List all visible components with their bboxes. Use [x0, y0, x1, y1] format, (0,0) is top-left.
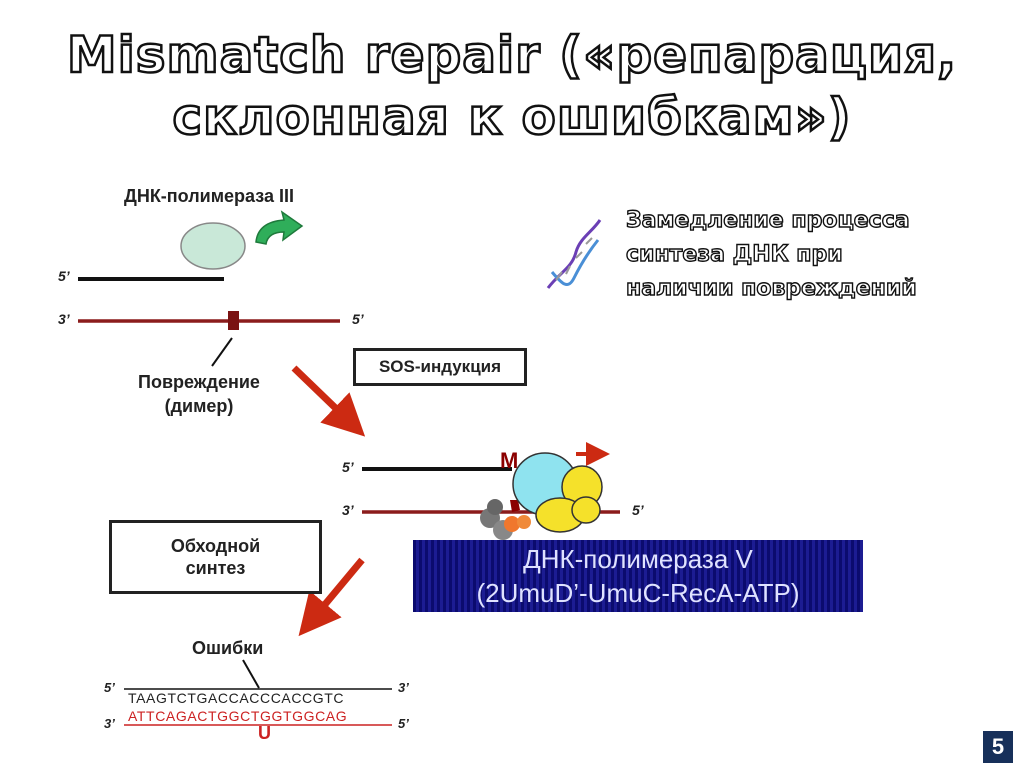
- seq-bottom-3-label: 3’: [104, 716, 115, 731]
- polymerase-v-line-1: ДНК-полимераза V: [523, 544, 753, 574]
- polymerase-v-banner: ДНК-полимераза V (2UmuD’-UmuC-RecA-ATP): [413, 540, 863, 612]
- bypass-label-line-1: Обходной: [170, 536, 261, 556]
- errors-label: Ошибки: [192, 638, 264, 658]
- strand-top-5-label: 5’: [58, 268, 70, 284]
- green-curved-arrow: [255, 210, 304, 245]
- polymerase-v-line-2: (2UmuD’-UmuC-RecA-ATP): [476, 578, 800, 608]
- dark-red-damage-mark: [510, 500, 520, 512]
- mid-5-label: 5’: [342, 459, 354, 475]
- damage-label-line-2: (димер): [164, 396, 234, 416]
- side-note: Замедление процесса синтеза ДНК при нали…: [625, 204, 1006, 306]
- orange-blob-1: [504, 516, 520, 532]
- bypass-label-line-2: синтез: [185, 558, 246, 578]
- damage-label-line-1: Повреждение: [138, 372, 260, 392]
- note-line-1: Замедление процесса: [625, 207, 910, 233]
- damage-pointer-line: [211, 337, 233, 367]
- reca-blob-3: [487, 499, 503, 515]
- sequence-bottom: ATTCAGACTGGCTGGTGGCAG: [128, 708, 348, 724]
- strand-bottom-3-label: 3’: [58, 311, 70, 327]
- mid-3-label: 3’: [342, 502, 354, 518]
- note-line-2: синтеза ДНК при: [625, 241, 843, 267]
- bypass-synthesis-box: Обходной синтез: [109, 520, 322, 594]
- damage-label: Повреждение (димер): [124, 370, 274, 418]
- seq-top-5-label: 5’: [104, 680, 115, 695]
- seq-bottom-5-label: 5’: [398, 716, 409, 731]
- errors-pointer-line: [242, 659, 260, 689]
- slide-title: Mismatch repair («репарация, склонная к …: [0, 24, 1024, 148]
- polymerase-iii-blob: [180, 222, 246, 270]
- umud-yellow-blob-3: [571, 496, 601, 524]
- mid-right-5-label: 5’: [632, 502, 644, 518]
- red-arrow-down-left: [298, 557, 365, 637]
- strand-bottom-5-label: 5’: [352, 311, 364, 327]
- sequence-error-base: U: [258, 723, 271, 743]
- damage-dimer-mark: [228, 311, 239, 330]
- dna-helix-icon: [546, 219, 602, 289]
- m-label: M: [500, 448, 519, 473]
- orange-blob-2: [517, 515, 531, 529]
- page-number: 5: [983, 731, 1013, 763]
- title-line-2: склонная к ошибкам»): [171, 87, 852, 148]
- sequence-top: TAAGTCTGACCACCCACCGTC: [128, 690, 345, 706]
- sos-induction-box: SOS-индукция: [353, 348, 527, 386]
- polymerase-iii-label: ДНК-полимераза III: [124, 186, 294, 206]
- red-arrow-down-right: [291, 365, 366, 437]
- seq-top-3-label: 3’: [398, 680, 409, 695]
- title-line-1: Mismatch repair («репарация,: [66, 25, 958, 86]
- note-line-3: наличии повреждений: [625, 275, 917, 301]
